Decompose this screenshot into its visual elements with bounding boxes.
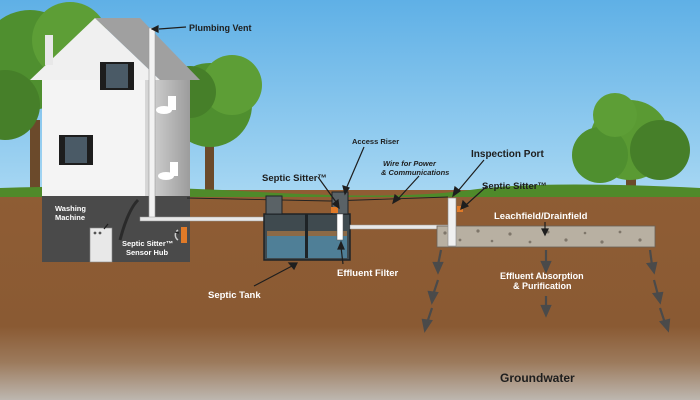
label-absorption-line2: & Purification — [513, 281, 572, 291]
toilet-lower-icon — [158, 162, 178, 180]
label-leachfield: Leachfield/Drainfield — [494, 211, 588, 222]
tree-right-icon — [572, 93, 690, 200]
label-septic-sitter-drainfield: Septic Sitter™ — [482, 181, 547, 192]
label-septic-sitter-tank: Septic Sitter™ — [262, 173, 327, 184]
inspection-port — [447, 197, 457, 247]
label-sensor-hub-line2: Sensor Hub — [126, 248, 169, 257]
label-effluent-filter: Effluent Filter — [337, 268, 399, 279]
label-inspection-port: Inspection Port — [471, 149, 544, 160]
septic-sitter-tank-sensor — [331, 207, 338, 213]
plumbing-vent-pipe — [148, 27, 156, 219]
basement — [42, 196, 190, 262]
toilet-upper-icon — [156, 96, 176, 114]
absorption-arrows — [421, 249, 671, 333]
label-washing-machine-line2: Machine — [55, 213, 85, 222]
washing-machine-icon — [89, 227, 113, 263]
drainfield-pipe — [349, 224, 451, 230]
label-groundwater: Groundwater — [500, 371, 575, 385]
label-sensor-hub-line1: Septic Sitter™ — [122, 239, 173, 248]
septic-sitter-drainfield-sensor — [457, 206, 463, 212]
label-wire-power-line2: & Communications — [381, 168, 449, 177]
effluent-filter-icon — [336, 213, 344, 241]
gravel-texture — [443, 229, 642, 244]
label-access-riser: Access Riser — [352, 137, 399, 146]
label-washing-machine-line1: Washing — [55, 204, 86, 213]
label-plumbing-vent: Plumbing Vent — [189, 23, 252, 33]
power-wire — [186, 196, 449, 202]
label-wire-power-line1: Wire for Power — [383, 159, 437, 168]
outflow-pipe — [139, 216, 281, 222]
label-septic-tank: Septic Tank — [208, 290, 261, 301]
washer-hose — [118, 198, 140, 241]
septic-tank — [263, 191, 351, 261]
callout-arrows — [103, 25, 549, 287]
label-absorption-line1: Effluent Absorption — [500, 271, 584, 281]
sensor-hub-icon — [174, 227, 187, 243]
